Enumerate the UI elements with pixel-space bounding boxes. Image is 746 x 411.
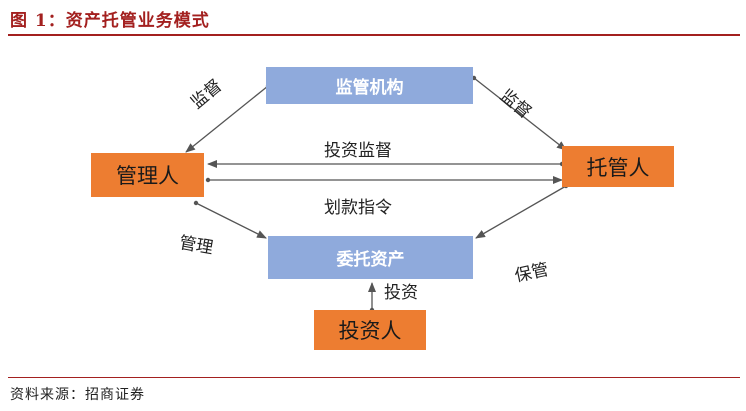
custodian-box: 托管人 bbox=[562, 146, 674, 187]
entrusted-assets-box: 委托资产 bbox=[268, 236, 473, 279]
arrow-manager-to-assets bbox=[195, 202, 267, 239]
investor-box: 投资人 bbox=[314, 310, 426, 350]
label-payment-instruction: 划款指令 bbox=[324, 198, 392, 218]
source-note: 资料来源：招商证券 bbox=[10, 387, 145, 403]
arrow-custodian-to-assets bbox=[475, 185, 567, 239]
arrow-regulator-to-manager bbox=[185, 85, 269, 153]
label-investment: 投资 bbox=[384, 283, 418, 303]
figure-title: 图 1：资产托管业务模式 bbox=[10, 11, 210, 31]
regulator-box: 监管机构 bbox=[266, 67, 473, 104]
footer-rule bbox=[8, 377, 740, 378]
title-rule bbox=[8, 34, 740, 36]
manager-box: 管理人 bbox=[91, 153, 204, 197]
arrow-regulator-to-custodian bbox=[473, 77, 567, 151]
label-investment-supervision: 投资监督 bbox=[324, 141, 392, 161]
